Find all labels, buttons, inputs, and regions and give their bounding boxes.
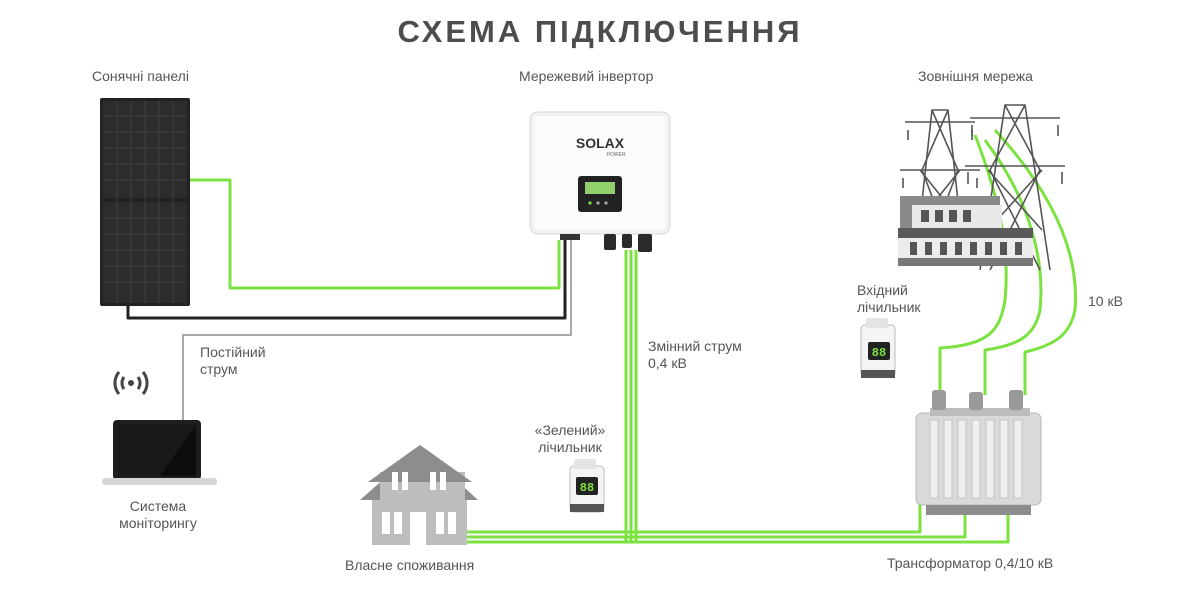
input-meter-label-line1: Вхідний xyxy=(857,282,908,298)
ac-label-line1: Змінний струм xyxy=(648,338,742,354)
substation-building xyxy=(898,196,1033,266)
dc-label: Постійний струм xyxy=(200,344,266,378)
own-consumption-label: Власне споживання xyxy=(345,557,475,573)
wires xyxy=(126,128,1078,544)
dc-positive-wire xyxy=(190,178,561,290)
dc-negative-wire xyxy=(126,240,567,320)
dc-label-line1: Постійний xyxy=(200,344,266,360)
monitoring-label: Система моніторингу xyxy=(98,498,218,532)
input-meter: 88 xyxy=(860,318,896,378)
input-meter-label-line2: лічильник xyxy=(857,299,921,315)
dc-label-line2: струм xyxy=(200,361,238,377)
inverter-brand: SOLAX xyxy=(576,135,625,151)
solar-panel xyxy=(100,98,190,306)
inverter-label: Мережевий інвертор xyxy=(519,68,654,84)
monitoring-label-line2: моніторингу xyxy=(119,515,197,531)
solar-panels-label: Сонячні панелі xyxy=(92,68,189,84)
monitoring-label-line1: Система xyxy=(129,498,187,514)
laptop xyxy=(102,420,217,485)
hv-wire-2 xyxy=(983,139,1043,395)
green-meter-label-line1: «Зелений» xyxy=(534,422,606,438)
transformer xyxy=(915,390,1042,515)
green-meter-display: 88 xyxy=(580,481,594,495)
input-meter-display: 88 xyxy=(872,346,886,360)
transformer-label: Трансформатор 0,4/10 кВ xyxy=(887,555,1054,571)
input-meter-label: Вхідний лічильник xyxy=(857,282,921,316)
ac-label: Змінний струм 0,4 кВ xyxy=(648,338,742,372)
external-grid xyxy=(900,104,1065,271)
page-title: СХЕМА ПІДКЛЮЧЕННЯ xyxy=(397,14,803,49)
inverter-sub: POWER xyxy=(607,152,626,158)
grid-inverter: SOLAX POWER xyxy=(529,111,671,252)
voltage-10kv-label: 10 кВ xyxy=(1088,293,1123,309)
hv-wire-3 xyxy=(993,128,1078,395)
bus-wire-1 xyxy=(466,500,922,534)
green-meter: 88 xyxy=(569,459,605,513)
green-meter-label-line2: лічильник xyxy=(538,439,602,455)
grid-label: Зовнішня мережа xyxy=(918,68,1033,84)
ac-label-line2: 0,4 кВ xyxy=(648,355,687,371)
wifi-icon xyxy=(113,371,149,395)
monitoring-wire xyxy=(182,240,572,420)
green-meter-label: «Зелений» лічильник xyxy=(520,422,620,456)
house xyxy=(360,445,478,545)
